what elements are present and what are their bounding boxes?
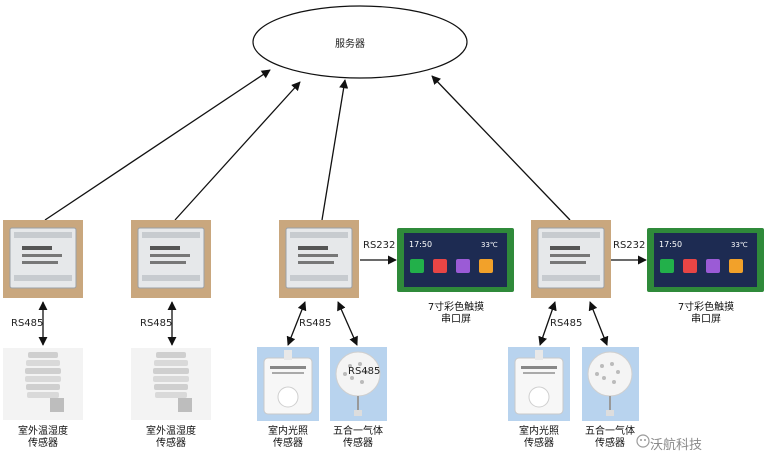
screen-time-1: 17:50 [409,240,432,249]
arrow-module4-server [431,75,571,221]
sensor-caption-5: 室内光照 传感器 [494,426,584,450]
touch-screen-1: 17:50 33℃ [397,228,514,292]
temp-humidity-sensor-2 [131,348,211,420]
sensor-caption-6-line2: 传感器 [595,438,625,449]
screen-temp-2: 33℃ [731,241,748,249]
rs232-label-2: RS232 [613,240,646,251]
rs485-label-1: RS485 [11,318,44,329]
rs485-label-2: RS485 [140,318,173,329]
screen-caption-1: 7寸彩色触摸 串口屏 [411,302,501,326]
sensor-caption-4: 五合一气体 传感器 [313,426,403,450]
io-module-3 [279,220,359,298]
light-sensor-2 [508,347,570,421]
sensor-caption-6-line1: 五合一气体 [585,426,635,437]
sensor-caption-3-line2: 传感器 [273,438,303,449]
sensor-caption-4-line2: 传感器 [343,438,373,449]
light-sensor-1 [257,347,319,421]
screen-caption-1-line1: 7寸彩色触摸 [427,302,485,313]
watermark-text: 沃航科技 [650,438,703,453]
sensor-caption-1-line1: 室外温湿度 [18,426,68,437]
arrow-module1-server [44,69,271,221]
touch-screen-2: 17:50 33℃ [647,228,764,292]
sensor-caption-2-line1: 室外温湿度 [146,426,196,437]
io-module-1 [3,220,83,298]
screen-caption-2-line1: 7寸彩色触摸 [677,302,735,313]
screen-time-2: 17:50 [659,240,682,249]
screen-temp-1: 33℃ [481,241,498,249]
arrow-rs485-3a [286,301,307,346]
io-module-2 [131,220,211,298]
server-node [252,5,468,79]
sensor-caption-6: 五合一气体 传感器 [565,426,655,450]
temp-humidity-sensor-1 [3,348,83,420]
server-label: 服务器 [335,39,365,50]
rs485-label-overlay: RS485 [348,366,381,377]
rs485-label-4: RS485 [550,318,583,329]
sensor-caption-1: 室外温湿度 传感器 [0,426,88,450]
sensor-caption-1-line2: 传感器 [28,438,58,449]
sensor-caption-2: 室外温湿度 传感器 [126,426,216,450]
sensor-caption-5-line1: 室内光照 [519,426,559,437]
gas-sensor-1 [330,347,387,421]
screen-caption-2: 7寸彩色触摸 串口屏 [661,302,751,326]
screen-caption-1-line2: 串口屏 [441,314,471,325]
arrow-module3-server [321,79,349,221]
rs485-label-3: RS485 [299,318,332,329]
rs232-label-1: RS232 [363,240,396,251]
sensor-caption-2-line2: 传感器 [156,438,186,449]
gas-sensor-2 [582,347,639,421]
sensor-caption-3: 室内光照 传感器 [243,426,333,450]
sensor-caption-5-line2: 传感器 [524,438,554,449]
watermark-logo-icon [636,434,650,448]
arrow-module2-server [174,81,301,221]
arrow-rs485-3b [337,301,358,346]
sensor-caption-3-line1: 室内光照 [268,426,308,437]
arrow-rs485-4b [588,301,609,346]
screen-caption-2-line2: 串口屏 [691,314,721,325]
sensor-caption-4-line1: 五合一气体 [333,426,383,437]
io-module-4 [531,220,611,298]
arrow-rs485-4a [538,301,557,346]
